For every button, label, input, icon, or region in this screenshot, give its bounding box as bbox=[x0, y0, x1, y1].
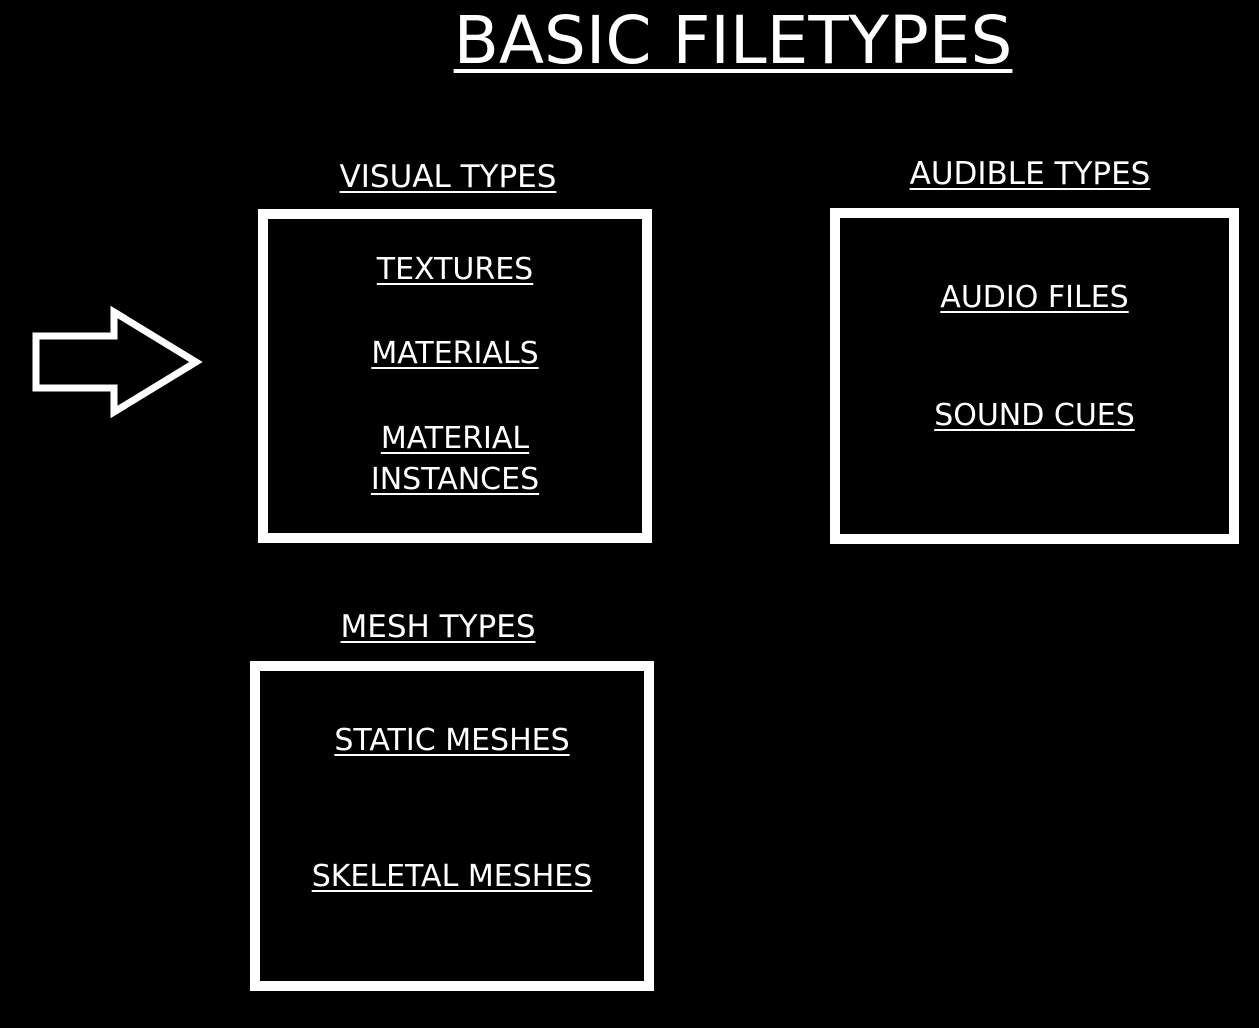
list-item-materials: MATERIALS bbox=[371, 336, 539, 371]
list-item-textures: TEXTURES bbox=[376, 252, 534, 287]
list-item-skeletal-meshes: SKELETAL MESHES bbox=[311, 859, 593, 894]
mesh-types-heading: MESH TYPES bbox=[340, 609, 536, 645]
list-item-sound-cues: SOUND CUES bbox=[934, 398, 1135, 433]
audible-types-box: AUDIO FILES SOUND CUES bbox=[830, 208, 1239, 544]
list-item-material-instances-line1: MATERIAL bbox=[380, 421, 530, 456]
visual-types-box: TEXTURES MATERIALS MATERIAL INSTANCES bbox=[258, 209, 652, 543]
audible-types-heading: AUDIBLE TYPES bbox=[909, 156, 1151, 192]
list-item-audio-files: AUDIO FILES bbox=[940, 280, 1129, 315]
arrow-right-icon bbox=[32, 305, 203, 419]
page-title: BASIC FILETYPES bbox=[453, 2, 1013, 79]
list-item-static-meshes: STATIC MESHES bbox=[334, 723, 570, 758]
mesh-types-box: STATIC MESHES SKELETAL MESHES bbox=[250, 661, 654, 991]
list-item-material-instances-line2: INSTANCES bbox=[370, 462, 540, 497]
visual-types-heading: VISUAL TYPES bbox=[339, 159, 557, 195]
